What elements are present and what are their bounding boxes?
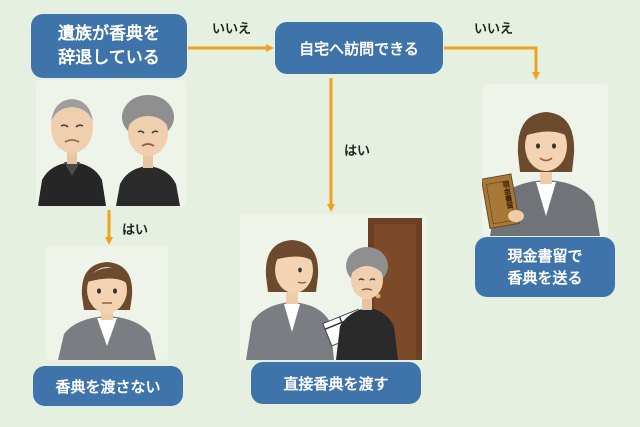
node-refuse-text: 遺族が香典を 辞退している: [58, 24, 160, 68]
edge-label-visit-to-hand: はい: [344, 144, 371, 159]
woman-illustration: [46, 246, 168, 360]
edge-label-refuse-to-visit: いいえ: [212, 22, 252, 37]
envelope-label: 現金書留: [501, 180, 515, 210]
node-mail-text: 現金書留で 香典を送る: [507, 247, 583, 287]
arrow-visit-to-mail: [444, 46, 540, 80]
handing-envelope-illustration: [240, 214, 426, 360]
edge-label-visit-to-mail: いいえ: [474, 22, 514, 37]
node-visit: 自宅へ訪問できる: [275, 22, 443, 74]
node-hand-text: 直接香典を渡す: [283, 374, 389, 393]
node-no-give-text: 香典を渡さない: [55, 377, 161, 396]
node-refuse: 遺族が香典を 辞退している: [31, 14, 187, 78]
node-visit-text: 自宅へ訪問できる: [299, 39, 419, 58]
node-mail: 現金書留で 香典を送る: [475, 237, 615, 297]
elderly-couple-illustration: [36, 80, 186, 206]
node-hand: 直接香典を渡す: [251, 362, 421, 404]
node-no-give: 香典を渡さない: [33, 366, 183, 406]
woman-with-envelope-illustration: 現金書留: [482, 84, 608, 236]
edge-label-refuse-to-no-give: はい: [122, 223, 149, 238]
